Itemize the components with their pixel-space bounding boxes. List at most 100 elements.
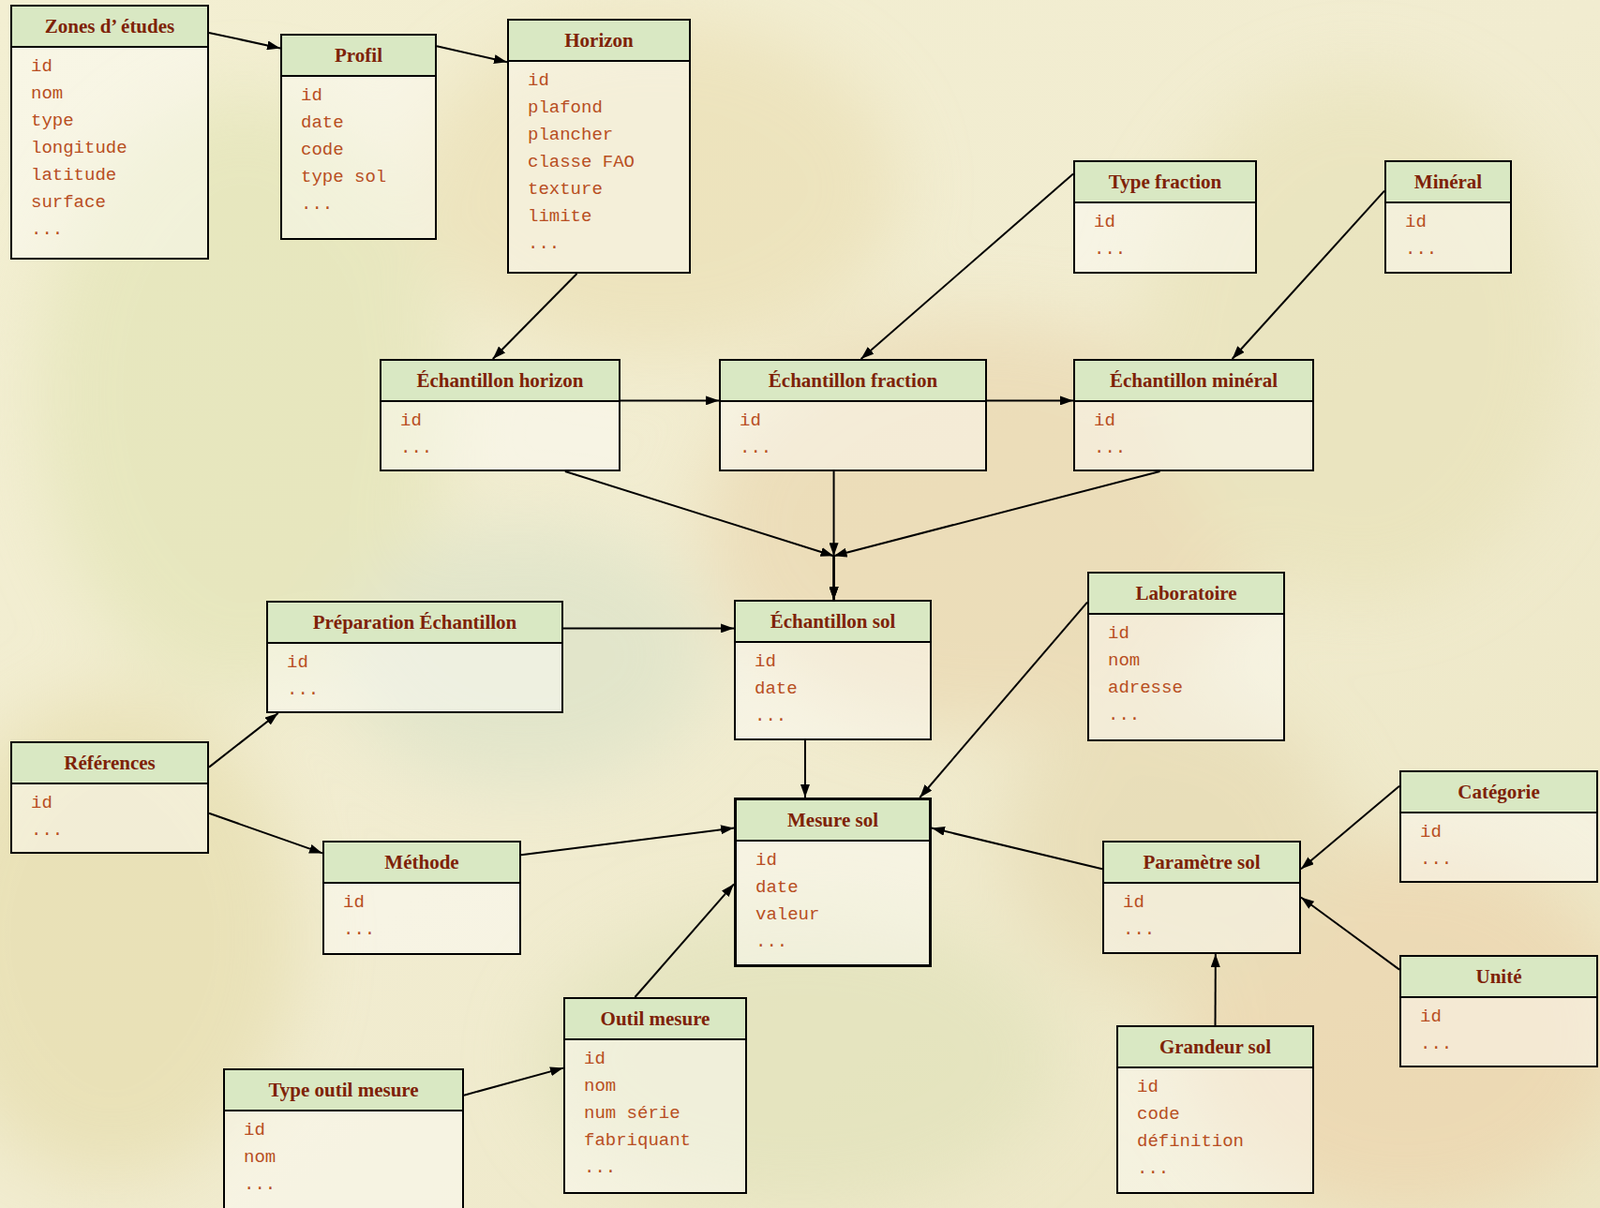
entity-header: Profil xyxy=(282,35,435,77)
relation-arrow xyxy=(931,828,1103,870)
entity-header: Références xyxy=(12,743,208,785)
entity-header: Catégorie xyxy=(1401,772,1597,814)
entity-field: id xyxy=(30,53,53,81)
entity-title: Horizon xyxy=(564,29,634,53)
entity-body: iddatecodetype sol... xyxy=(282,76,435,239)
entity-box: Minéralid... xyxy=(1384,160,1512,274)
entity-box: Outil mesureidnomnum sériefabriquant... xyxy=(563,997,748,1195)
entity-field: ... xyxy=(30,817,63,845)
entity-body: id... xyxy=(12,784,208,853)
entity-box: Laboratoireidnomadresse... xyxy=(1087,571,1286,742)
entity-field: date xyxy=(300,109,344,137)
entity-header: Échantillon horizon xyxy=(381,360,619,403)
entity-header: Grandeur sol xyxy=(1118,1027,1313,1069)
entity-header: Type outil mesure xyxy=(224,1070,463,1112)
entity-field: id xyxy=(1093,209,1116,237)
entity-field: num série xyxy=(583,1100,681,1128)
entity-box: Mesure soliddatevaleur... xyxy=(733,797,932,968)
entity-body: idnom... xyxy=(224,1111,463,1208)
entity-field: id xyxy=(583,1046,606,1074)
entity-field: date xyxy=(754,675,798,703)
relation-arrow xyxy=(209,32,281,48)
entity-box: Zones d’ étudesidnomtypelongitudelatitud… xyxy=(10,4,210,260)
entity-header: Paramètre sol xyxy=(1104,842,1300,884)
entity-field: id xyxy=(1122,889,1145,917)
entity-header: Type fraction xyxy=(1075,162,1256,204)
entity-title: Préparation Échantillon xyxy=(313,611,518,635)
entity-body: id... xyxy=(1401,998,1597,1066)
entity-title: Type outil mesure xyxy=(268,1078,419,1103)
entity-field: ... xyxy=(527,230,560,258)
entity-field: type sol xyxy=(300,164,387,192)
relation-arrow xyxy=(209,813,323,854)
relation-line xyxy=(833,555,836,600)
entity-field: id xyxy=(30,790,53,818)
entity-field: code xyxy=(1136,1101,1181,1129)
relation-arrow xyxy=(1214,954,1216,1026)
entity-field: id xyxy=(1420,819,1442,847)
entity-field: ... xyxy=(754,702,787,731)
entity-header: Zones d’ études xyxy=(12,6,208,48)
entity-title: Laboratoire xyxy=(1135,582,1237,606)
relation-line xyxy=(1214,954,1217,1026)
relation-arrow xyxy=(986,400,1074,402)
entity-box: Référencesid... xyxy=(10,741,210,854)
entity-field: ... xyxy=(1093,434,1126,463)
entity-field: nom xyxy=(1107,647,1140,675)
relation-arrow xyxy=(804,740,806,798)
relation-arrow xyxy=(565,471,835,600)
entity-title: Paramètre sol xyxy=(1143,851,1261,875)
relation-line xyxy=(565,471,835,556)
relation-arrow xyxy=(1300,897,1400,971)
entity-title: Type fraction xyxy=(1108,170,1222,195)
entity-body: iddate... xyxy=(735,642,930,739)
entity-field: ... xyxy=(1122,916,1155,944)
entity-title: Échantillon sol xyxy=(770,610,897,634)
entity-title: Minéral xyxy=(1414,170,1482,195)
entity-field: ... xyxy=(243,1171,276,1199)
entity-field: ... xyxy=(1420,1031,1452,1059)
entity-field: ... xyxy=(1107,702,1140,730)
entity-body: id... xyxy=(1075,203,1256,272)
entity-header: Préparation Échantillon xyxy=(268,602,562,644)
entity-field: id xyxy=(755,847,778,875)
relation-line xyxy=(1300,897,1400,971)
entity-field: code xyxy=(300,136,344,165)
entity-field: ... xyxy=(1093,236,1126,264)
entity-field: id xyxy=(1136,1074,1159,1102)
entity-box: Profiliddatecodetype sol... xyxy=(280,33,437,240)
entity-field: longitude xyxy=(30,134,128,163)
entity-box: Horizonidplafondplancherclasse FAOtextur… xyxy=(507,18,691,274)
entity-title: Catégorie xyxy=(1457,780,1540,805)
entity-box: Méthodeid... xyxy=(322,840,522,956)
entity-field: id xyxy=(286,649,309,677)
relation-line xyxy=(861,174,1074,359)
entity-body: idcodedéfinition... xyxy=(1118,1068,1313,1193)
entity-field: ... xyxy=(739,434,772,463)
entity-field: ... xyxy=(30,216,63,244)
entity-body: id... xyxy=(1401,813,1597,882)
entity-body: id... xyxy=(720,402,986,470)
entity-field: ... xyxy=(1420,846,1452,874)
entity-box: Échantillon sol iddate... xyxy=(733,599,932,741)
entity-title: Échantillon fraction xyxy=(768,369,938,393)
entity-field: plafond xyxy=(527,94,603,122)
entity-box: Grandeur solidcodedéfinition... xyxy=(1116,1025,1315,1195)
entity-header: Outil mesure xyxy=(565,999,746,1041)
entity-field: ... xyxy=(755,928,788,957)
relation-arrow xyxy=(861,174,1074,359)
entity-body: id... xyxy=(268,643,562,712)
entity-field: fabriquant xyxy=(583,1127,691,1155)
entity-field: nom xyxy=(30,80,63,108)
entity-field: ... xyxy=(1405,236,1437,264)
relation-line xyxy=(834,471,1161,556)
relation-line xyxy=(833,555,836,600)
entity-body: idnomtypelongitudelatitudesurface... xyxy=(12,47,208,258)
entity-field: id xyxy=(754,648,777,676)
entity-box: Type outil mesure idnom... xyxy=(223,1068,464,1208)
relation-arrow xyxy=(463,1068,564,1096)
entity-field: id xyxy=(343,889,365,917)
entity-field: surface xyxy=(30,189,106,217)
entity-body: iddatevaleur... xyxy=(736,841,929,965)
entity-header: Unité xyxy=(1401,957,1597,999)
